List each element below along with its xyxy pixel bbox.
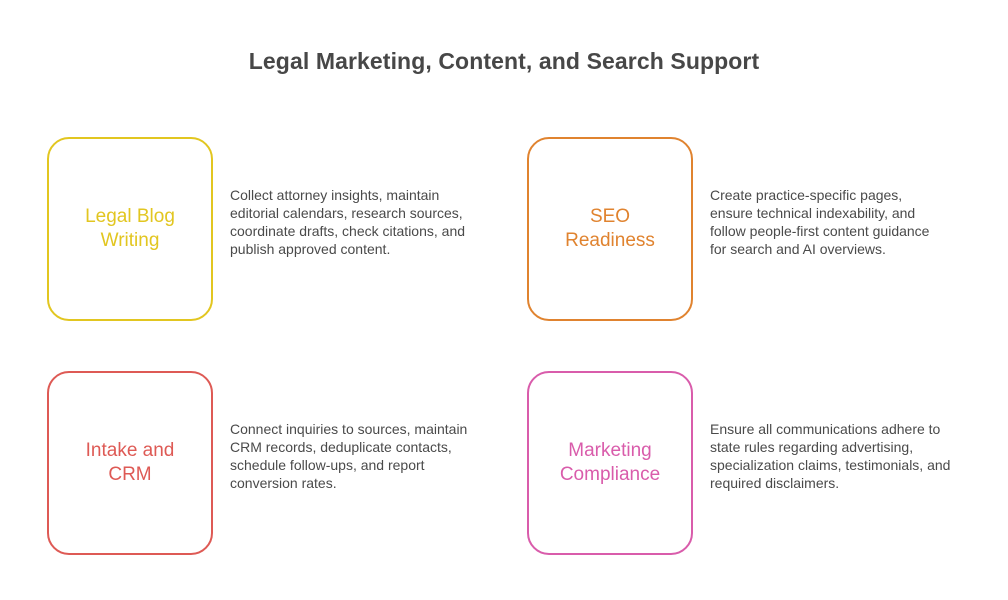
card-label: Marketing Compliance [559,440,661,485]
description-legal-blog-writing: Collect attorney insights, maintain edit… [230,187,466,257]
description-marketing-compliance: Ensure all communications adhere to stat… [710,421,951,491]
card-label: SEO Readiness [565,206,655,251]
diagram-title: Legal Marketing, Content, and Search Sup… [248,48,760,74]
card-label: Intake and CRM [85,440,175,485]
card-label: Legal Blog Writing [85,206,175,251]
card-intake-and-crm: Intake and CRM [47,371,213,555]
description-intake-and-crm: Connect inquiries to sources, maintain C… [230,421,468,491]
card-legal-blog-writing: Legal Blog Writing [47,137,213,321]
description-seo-readiness: Create practice-specific pages, ensure t… [710,187,930,257]
card-seo-readiness: SEO Readiness [527,137,693,321]
card-marketing-compliance: Marketing Compliance [527,371,693,555]
